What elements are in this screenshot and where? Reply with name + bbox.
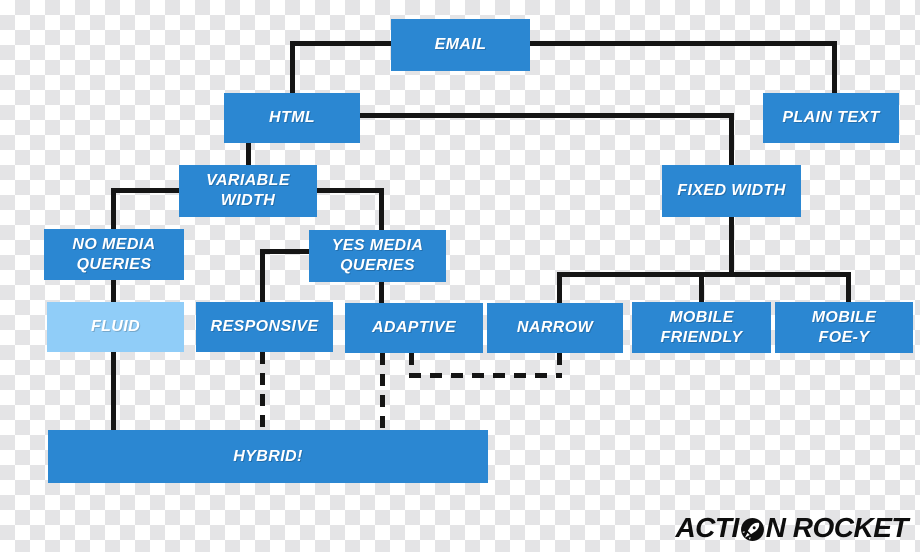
node-hybrid-label: HYBRID! xyxy=(233,447,303,465)
node-email-label: EMAIL xyxy=(434,36,487,53)
node-yes-media-queries-line1: YES MEDIA xyxy=(331,237,424,254)
edge-to-no-media-queries xyxy=(111,188,116,229)
edge-fluid-to-hybrid xyxy=(111,352,116,430)
node-mobile-friendly-line1: MOBILE xyxy=(669,308,734,326)
rocket-icon xyxy=(740,517,765,542)
edge-email-to-plain-text xyxy=(832,41,837,93)
edge-yes-media-queries-to-responsive-horizontal xyxy=(260,249,311,254)
node-no-media-queries: NO MEDIA QUERIES xyxy=(44,229,184,280)
action-rocket-logo: ACTI N ROCKET xyxy=(675,514,908,542)
node-html-label: HTML xyxy=(268,109,316,126)
node-narrow-label: NARROW xyxy=(516,319,594,336)
node-plain-text-label: PLAIN TEXT xyxy=(782,109,880,126)
node-mobile-foe-y-line2: FOE-Y xyxy=(818,328,870,346)
node-yes-media-queries: YES MEDIA QUERIES xyxy=(309,230,446,282)
node-html: HTML xyxy=(224,93,360,143)
node-no-media-queries-line1: NO MEDIA xyxy=(72,235,156,253)
edge-email-top-horizontal xyxy=(290,41,837,46)
edge-email-to-html xyxy=(290,41,295,93)
edge-to-mobile-friendly xyxy=(699,272,704,302)
node-plain-text: PLAIN TEXT xyxy=(763,93,899,143)
node-fluid-label: FLUID xyxy=(90,318,141,335)
edge-fixed-width-branch-horizontal xyxy=(557,272,851,277)
node-responsive-label: RESPONSIVE xyxy=(210,318,319,335)
edge-fixed-width-drop xyxy=(729,113,734,165)
node-adaptive-label: ADAPTIVE xyxy=(371,319,457,336)
node-narrow: NARROW xyxy=(487,303,623,353)
node-variable-width-line2: WIDTH xyxy=(220,192,276,209)
node-fluid: FLUID xyxy=(47,302,184,352)
edge-yes-media-queries-to-adaptive xyxy=(379,282,384,303)
edge-to-mobile-foe-y xyxy=(846,272,851,302)
node-variable-width: VARIABLE WIDTH xyxy=(179,165,317,217)
node-hybrid: HYBRID! xyxy=(48,430,488,483)
dashed-edge-narrow-stub xyxy=(557,353,562,377)
edge-html-to-fixed-width-horizontal xyxy=(360,113,734,118)
node-fixed-width: FIXED WIDTH xyxy=(662,165,801,217)
node-mobile-foe-y: MOBILE FOE-Y xyxy=(775,302,913,353)
edge-variable-width-left-horizontal xyxy=(111,188,179,193)
node-mobile-foe-y-line1: MOBILE xyxy=(811,308,877,326)
edge-responsive-drop xyxy=(260,249,265,302)
node-no-media-queries-line2: QUERIES xyxy=(76,255,152,273)
edge-to-narrow xyxy=(557,272,562,303)
logo-text-part2: N ROCKET xyxy=(765,512,909,543)
edge-no-media-queries-to-fluid xyxy=(111,280,116,303)
edge-fixed-width-bottom-drop xyxy=(729,217,734,277)
edge-html-to-variable-width xyxy=(246,143,251,165)
dashed-edge-adaptive-to-hybrid xyxy=(380,353,385,430)
node-adaptive: ADAPTIVE xyxy=(345,303,483,353)
dashed-edge-responsive-to-hybrid xyxy=(260,352,265,430)
node-yes-media-queries-line2: QUERIES xyxy=(340,257,415,274)
node-mobile-friendly: MOBILE FRIENDLY xyxy=(632,302,771,353)
edge-to-yes-media-queries xyxy=(379,188,384,230)
dashed-edge-adaptive-narrow-horizontal xyxy=(409,373,562,378)
node-email: EMAIL xyxy=(391,19,530,71)
edge-variable-width-right-horizontal xyxy=(317,188,384,193)
node-responsive: RESPONSIVE xyxy=(196,302,333,352)
logo-text-part1: ACTI xyxy=(675,512,739,543)
node-fixed-width-label: FIXED WIDTH xyxy=(677,182,786,199)
node-mobile-friendly-line2: FRIENDLY xyxy=(660,328,743,346)
dashed-edge-adaptive-stub xyxy=(409,353,414,375)
node-variable-width-line1: VARIABLE xyxy=(206,172,290,189)
